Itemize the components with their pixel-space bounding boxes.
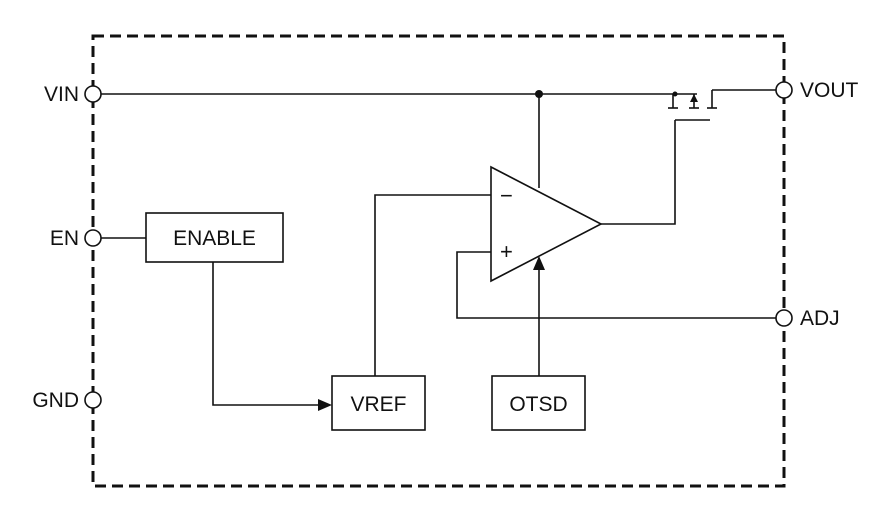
- gnd-pin-label: GND: [32, 389, 79, 412]
- adj-pin: [775, 309, 793, 327]
- vref-block-label: VREF: [350, 393, 406, 416]
- vin-pin: [84, 85, 102, 103]
- otsd-block: [491, 375, 586, 431]
- otsd-arrow: [533, 256, 545, 270]
- en-pin-label: EN: [50, 227, 79, 250]
- adj-feedback-wire: [456, 251, 778, 319]
- enable-to-vref-wire: [212, 262, 318, 406]
- amp-inverting-sign: −: [500, 183, 513, 208]
- vref-block: [331, 375, 426, 431]
- error-amplifier: [490, 165, 603, 283]
- enable-block-label: ENABLE: [173, 227, 256, 250]
- vref-to-amp-wire: [374, 194, 491, 376]
- vin-pin-label: VIN: [44, 83, 79, 106]
- enable-arrow: [318, 399, 332, 411]
- pass-transistor: [668, 89, 778, 121]
- package-outline: [91, 34, 786, 488]
- amp-non-inverting-sign: +: [500, 239, 513, 264]
- vout-pin-label: VOUT: [800, 79, 859, 102]
- gate-drive-wire: [601, 120, 676, 225]
- otsd-block-label: OTSD: [509, 393, 567, 416]
- gnd-pin: [84, 391, 102, 409]
- adj-pin-label: ADJ: [800, 307, 840, 330]
- vout-pin: [775, 81, 793, 99]
- en-pin: [84, 229, 102, 247]
- enable-block: [145, 212, 284, 263]
